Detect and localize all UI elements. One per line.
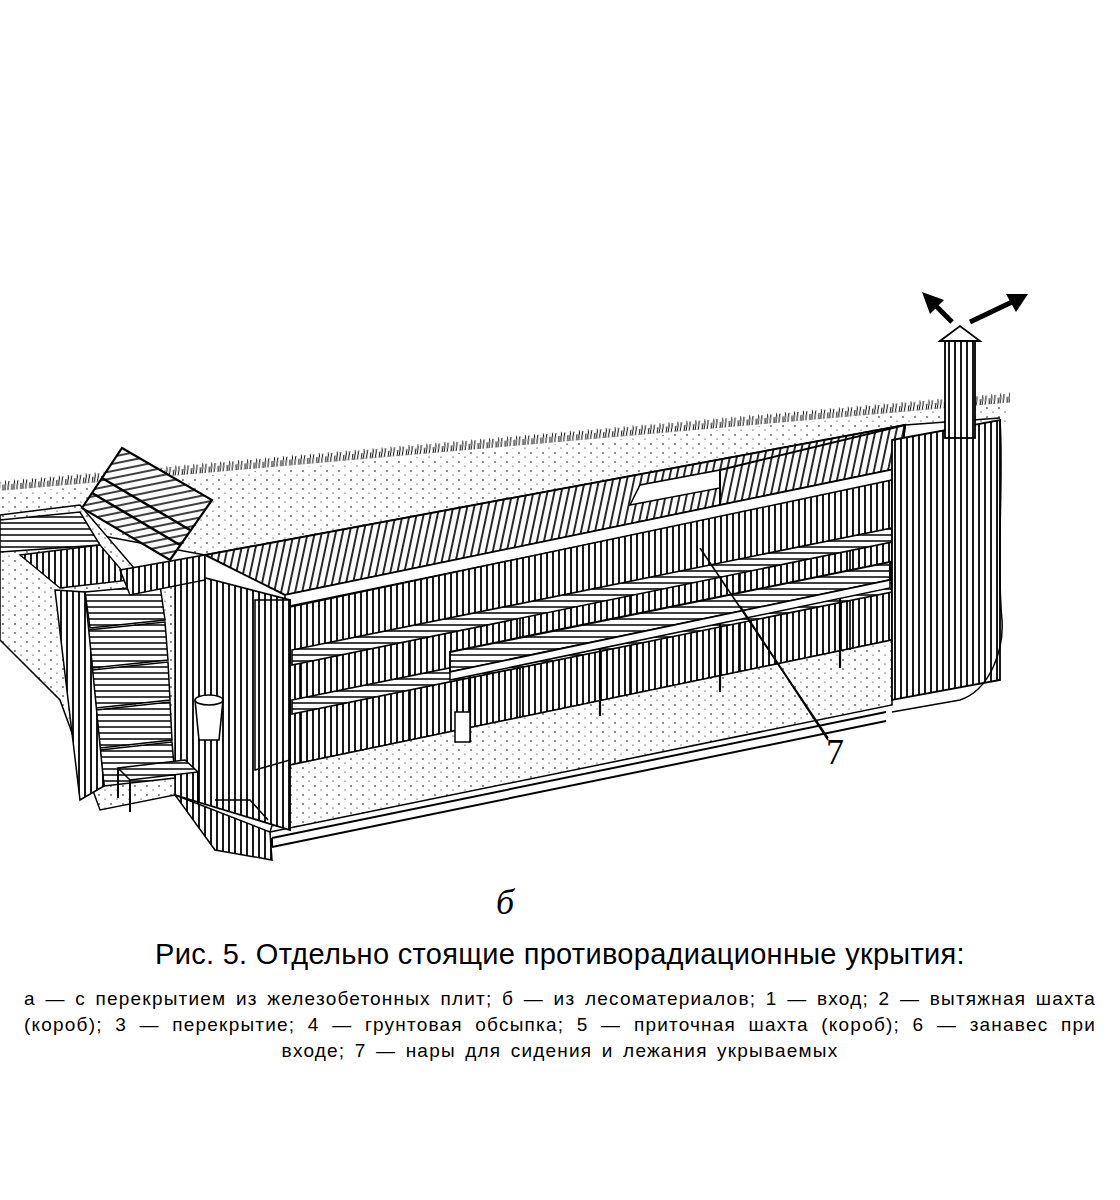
figure-letter: б [496,882,514,922]
callout-number: 7 [826,732,844,772]
figure-title: Рис. 5. Отдельно стоящие противорадиацио… [0,936,1120,972]
figure-caption: а — с перекрытием из железобетонных плит… [24,986,1096,1064]
